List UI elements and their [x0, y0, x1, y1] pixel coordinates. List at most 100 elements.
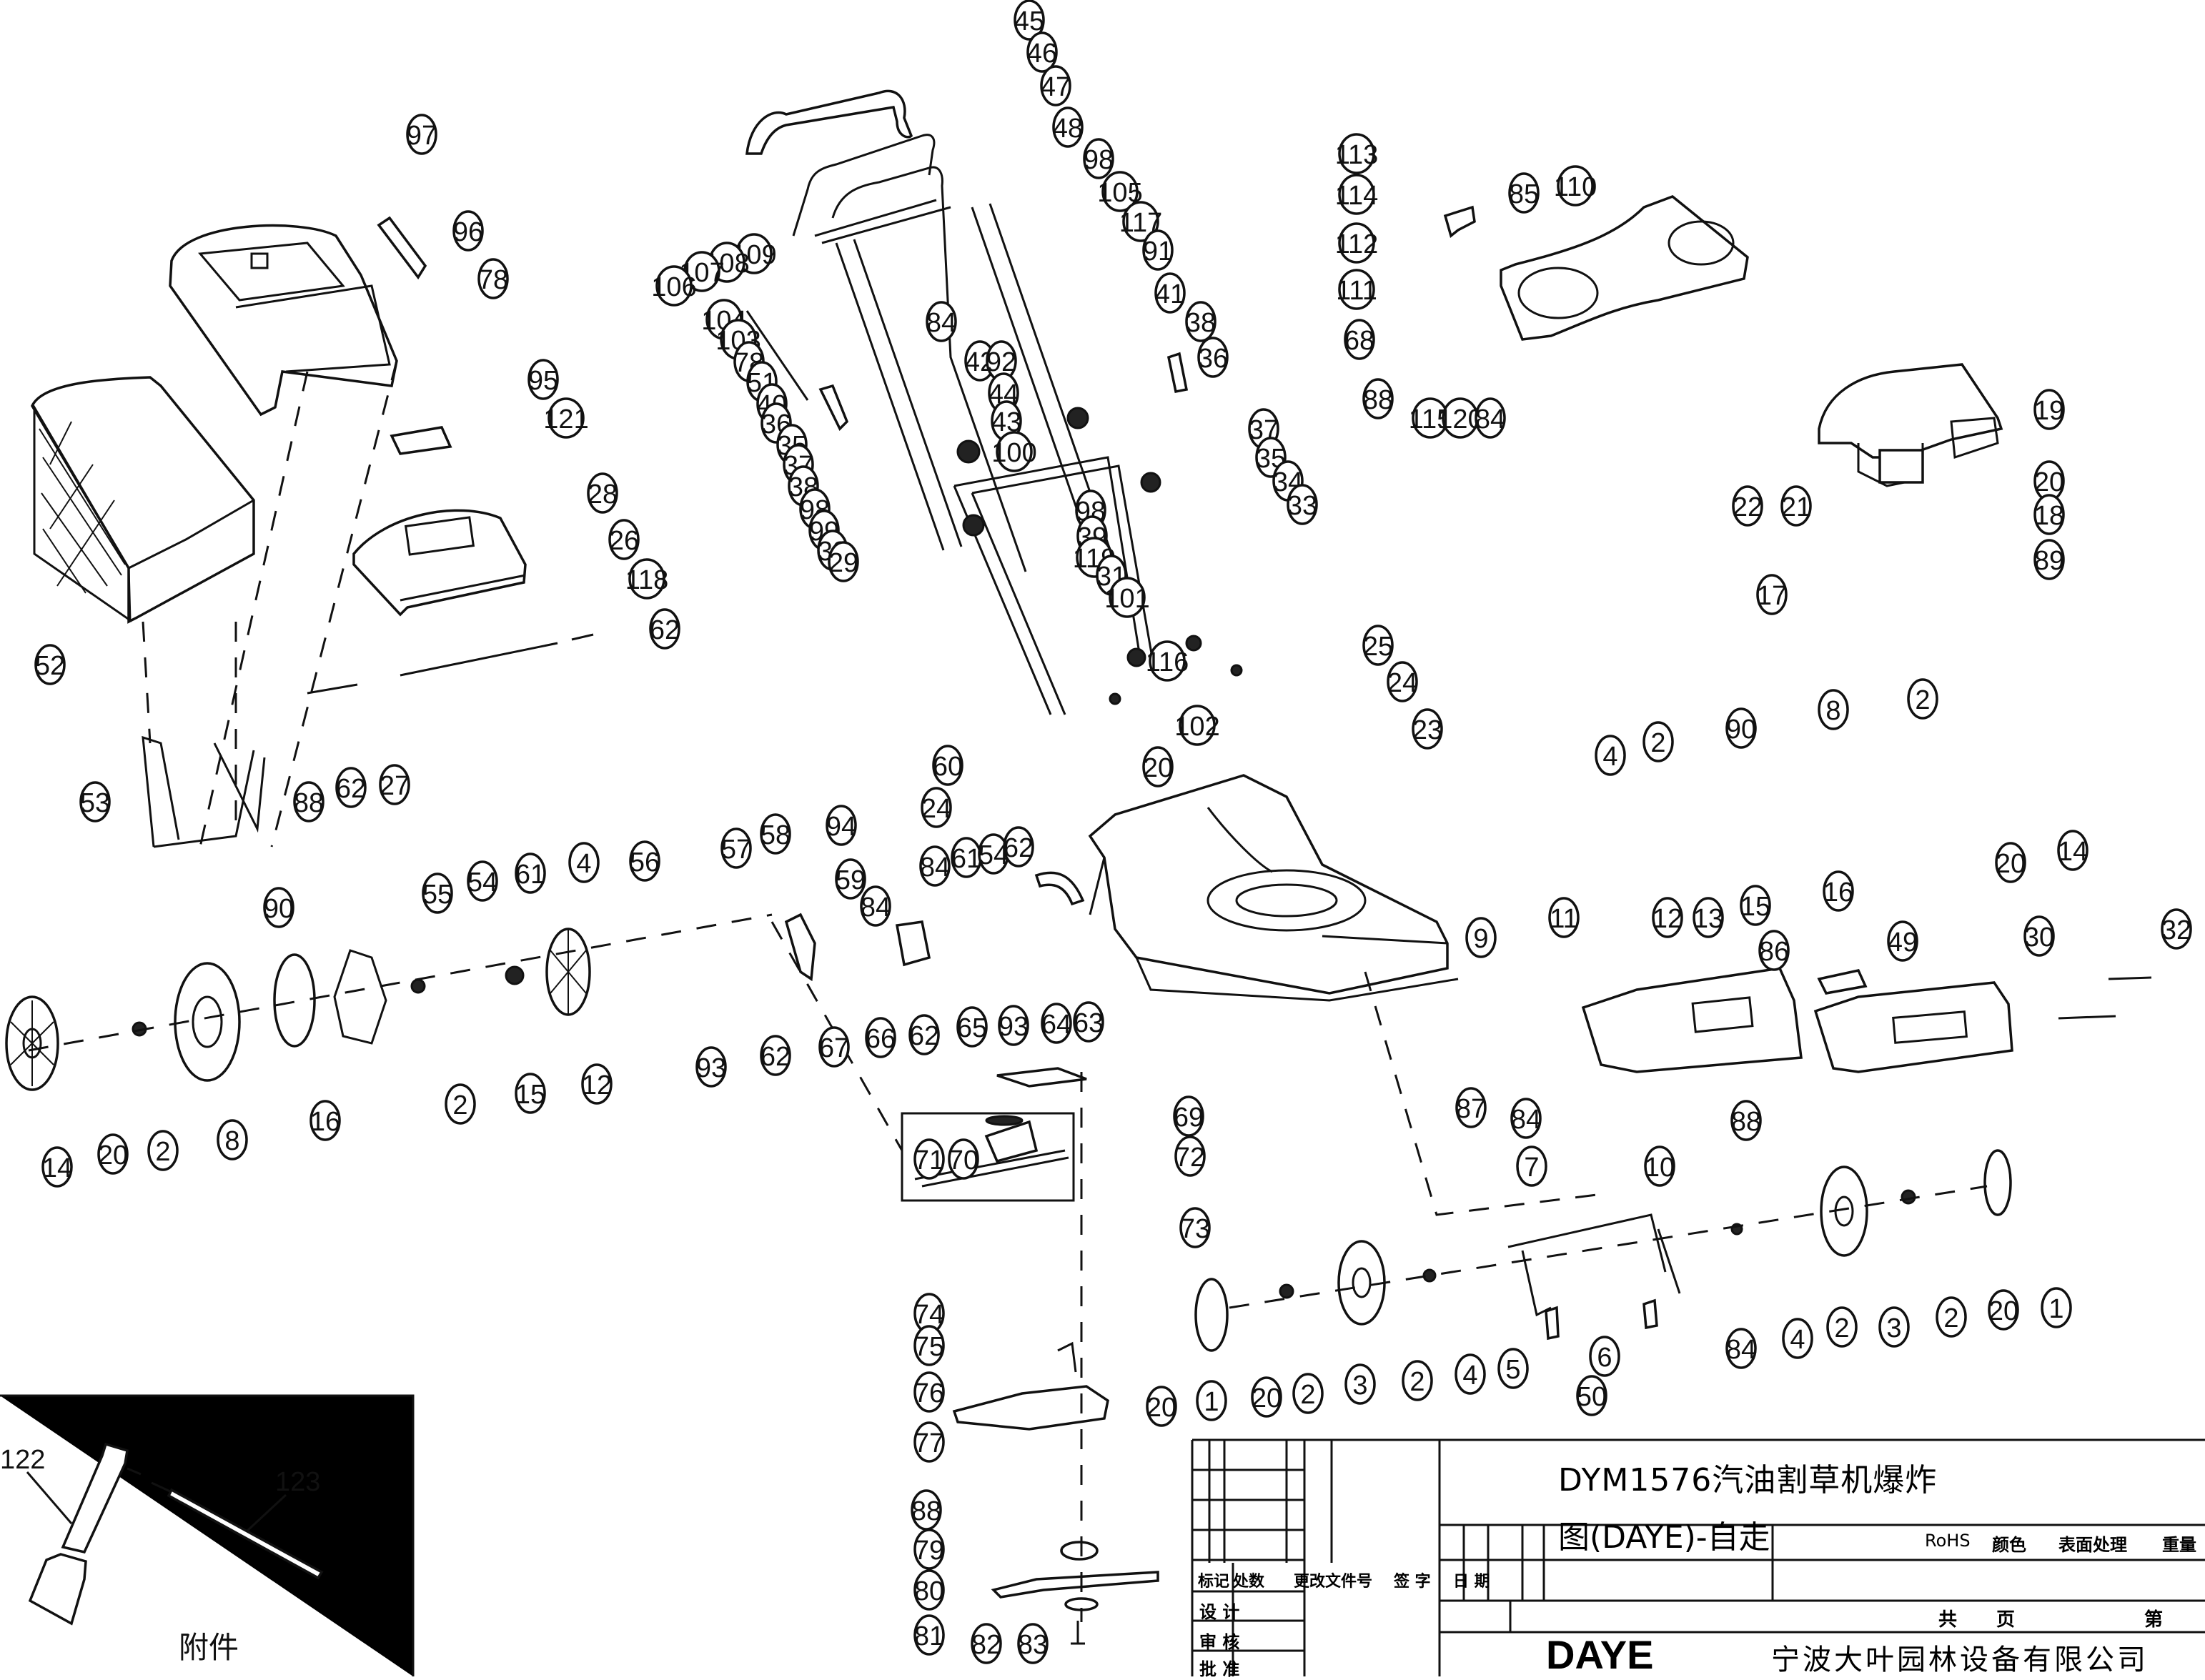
- knob-116: [1185, 635, 1202, 652]
- part-balloon-63: 63: [1073, 1001, 1104, 1043]
- part-balloon-90: 90: [263, 887, 294, 928]
- part-number: 22: [1733, 492, 1763, 522]
- part-balloon-98: 98: [1083, 138, 1114, 179]
- part-number: 58: [760, 820, 791, 850]
- part-balloon-24: 24: [1387, 661, 1418, 702]
- balloon-circle: [1052, 106, 1084, 148]
- part-balloon-62: 62: [1003, 826, 1034, 868]
- part-balloon-28: 28: [587, 472, 618, 514]
- part-balloon-76: 76: [913, 1371, 945, 1413]
- part-balloon-62: 62: [760, 1035, 791, 1076]
- cover-plate-49: [1817, 968, 1868, 995]
- part-balloon-2: 2: [1402, 1360, 1433, 1401]
- part-number: 32: [2161, 915, 2191, 945]
- grass-catcher-bag: [31, 376, 255, 624]
- part-number: 87: [1456, 1094, 1486, 1124]
- part-balloon-23: 23: [1412, 708, 1443, 750]
- part-number: 8: [1825, 696, 1840, 726]
- balloon-circle: [1652, 897, 1683, 938]
- balloon-circle: [1818, 689, 1849, 730]
- blade-bolt-83: [1071, 1621, 1085, 1645]
- balloon-circle: [860, 885, 891, 927]
- balloon-circle: [1142, 229, 1174, 271]
- part-balloon-77: 77: [913, 1421, 945, 1463]
- part-balloon-61: 61: [515, 853, 546, 894]
- part-balloon-24: 24: [921, 787, 952, 828]
- part-balloon-70: 70: [948, 1138, 979, 1180]
- balloon-circle: [1887, 920, 1918, 962]
- part-number: 113: [1335, 140, 1379, 170]
- part-number: 2: [1915, 685, 1930, 715]
- balloon-circle: [1142, 746, 1174, 787]
- balloon-circle: [2161, 908, 2192, 950]
- part-balloon-46: 46: [1026, 31, 1058, 73]
- part-number: 20: [1996, 849, 2026, 879]
- part-number: 56: [630, 848, 660, 878]
- balloon-circle: [835, 858, 866, 900]
- part-number: 29: [828, 548, 858, 578]
- part-number: 41: [1155, 279, 1185, 309]
- part-number: 50: [1577, 1382, 1607, 1412]
- part-balloon-2: 2: [445, 1083, 476, 1125]
- part-number: 20: [1988, 1296, 2018, 1326]
- catcher-top-cover: [169, 224, 398, 417]
- balloon-circle: [1083, 138, 1114, 179]
- balloon-circle: [2041, 1287, 2072, 1328]
- part-number: 11: [1550, 904, 1577, 934]
- balloon-circle: [1826, 1306, 1858, 1348]
- part-balloon-32: 32: [2161, 908, 2192, 950]
- balloon-circle: [1725, 1328, 1757, 1369]
- part-balloon-59: 59: [835, 858, 866, 900]
- part-balloon-47: 47: [1040, 65, 1071, 106]
- part-number: 26: [609, 526, 639, 556]
- part-balloon-78: 78: [477, 258, 509, 299]
- part-number: 95: [528, 366, 558, 396]
- balloon-circle: [1362, 625, 1394, 666]
- part-number: 4: [1790, 1325, 1805, 1355]
- part-balloon-9: 9: [1465, 917, 1497, 958]
- balloon-circle: [1642, 721, 1674, 762]
- part-balloon-118: 118: [625, 558, 669, 600]
- part-balloon-2: 2: [1826, 1306, 1858, 1348]
- part-number: 110: [1554, 172, 1597, 202]
- part-number: 61: [951, 844, 981, 874]
- part-number: 81: [914, 1621, 944, 1651]
- balloon-circle: [1780, 485, 1812, 527]
- part-number: 62: [336, 774, 366, 804]
- part-balloon-15: 15: [515, 1073, 546, 1114]
- part-balloon-88: 88: [293, 781, 324, 822]
- part-number: 61: [515, 860, 545, 890]
- part-balloon-2: 2: [1907, 678, 1938, 720]
- balloon-circle: [1725, 707, 1757, 749]
- balloon-circle: [1041, 1003, 1072, 1044]
- part-balloon-8: 8: [1818, 689, 1849, 730]
- balloon-circle: [79, 781, 111, 822]
- part-number: 85: [1509, 179, 1539, 209]
- part-balloon-87: 87: [1455, 1087, 1487, 1128]
- part-balloon-84: 84: [1725, 1328, 1757, 1369]
- part-balloon-49: 49: [1887, 920, 1918, 962]
- part-number: 86: [1759, 937, 1789, 967]
- part-number: 3: [1886, 1313, 1901, 1343]
- balloon-circle: [971, 1623, 1002, 1664]
- part-number: 14: [42, 1153, 72, 1183]
- part-balloon-101: 101: [1104, 577, 1150, 618]
- part-balloon-117: 117: [1119, 201, 1162, 242]
- balloon-circle: [913, 1529, 945, 1570]
- part-balloon-18: 18: [2033, 494, 2065, 535]
- bracket-opening: [1517, 267, 1599, 319]
- wrench-bar-123: [167, 1488, 324, 1580]
- part-balloon-20: 20: [97, 1133, 129, 1175]
- part-number: 65: [957, 1013, 987, 1043]
- part-number: 2: [1943, 1303, 1958, 1333]
- part-number: 118: [625, 565, 669, 595]
- part-balloon-1: 1: [2041, 1287, 2072, 1328]
- balloon-circle: [1557, 165, 1594, 207]
- balloon-circle: [581, 1063, 613, 1105]
- part-number: 15: [1740, 892, 1770, 922]
- bumper-grille: [1892, 1010, 1968, 1044]
- part-number: 64: [1041, 1010, 1071, 1040]
- part-number: 89: [2034, 546, 2064, 576]
- balloon-circle: [1497, 1348, 1529, 1389]
- balloon-circle: [1508, 172, 1540, 214]
